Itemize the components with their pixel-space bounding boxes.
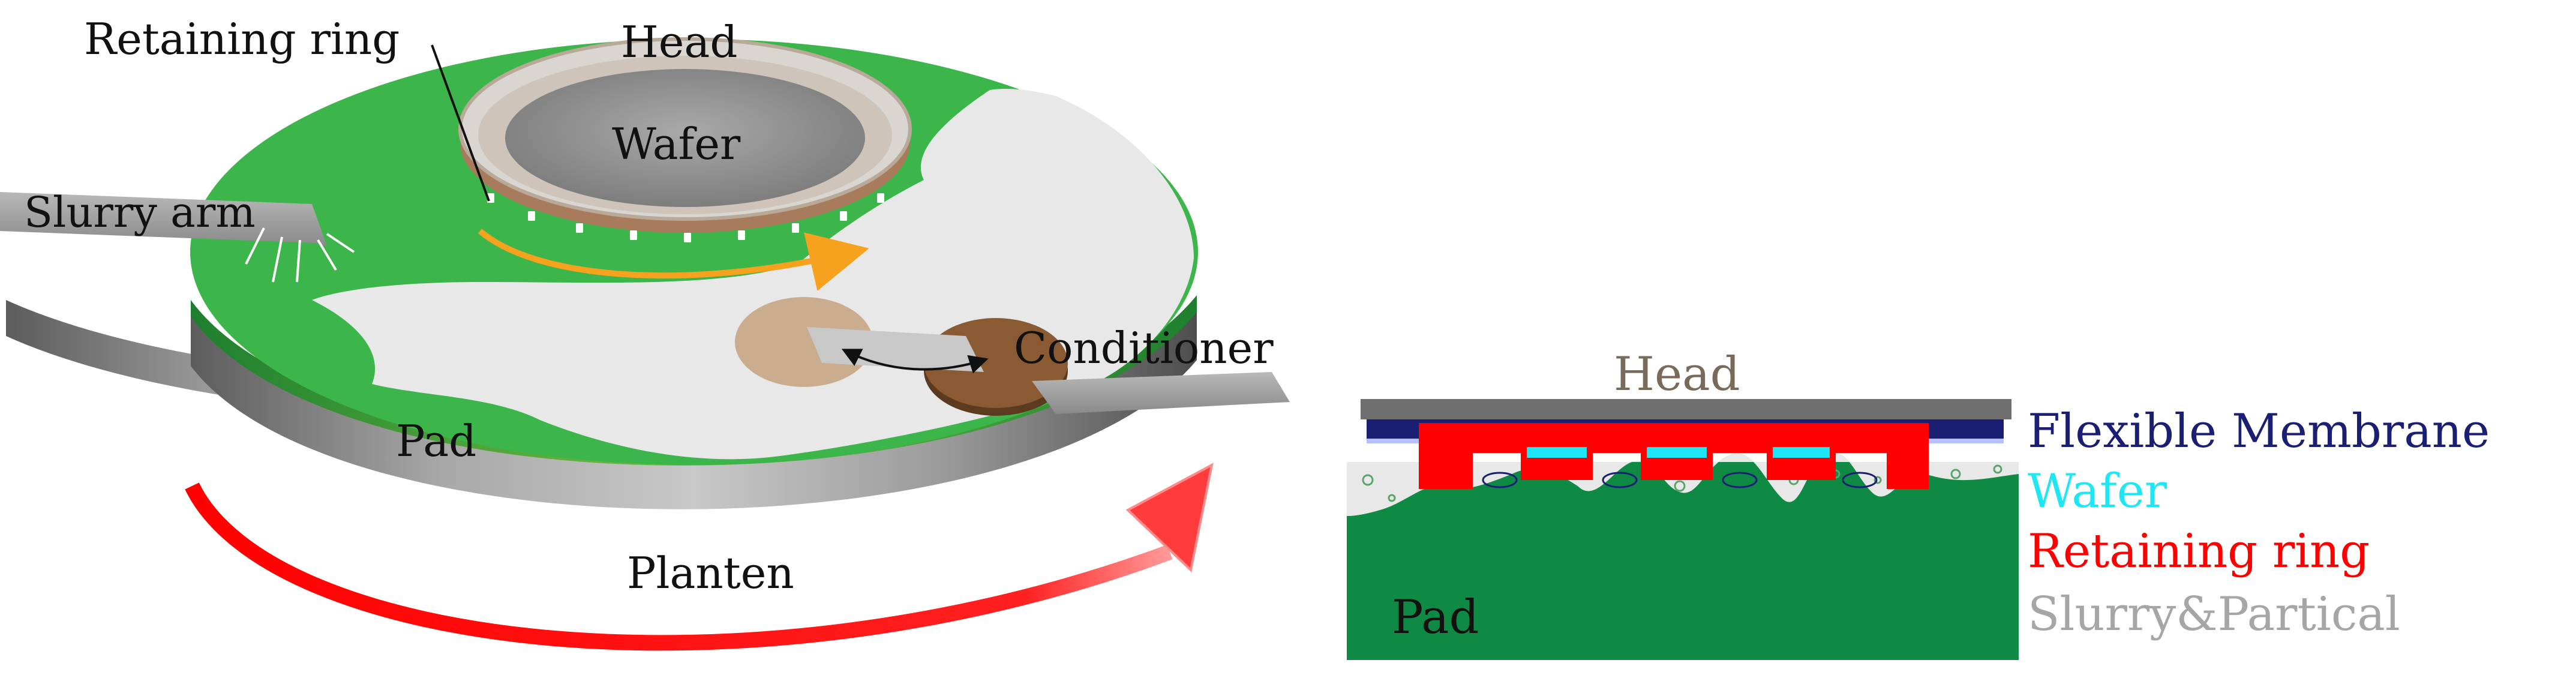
label-conditioner: Conditioner — [1014, 323, 1274, 373]
platen-rotation-arrowhead — [1125, 463, 1214, 572]
label-pad: Pad — [396, 416, 476, 466]
conditioner-disc-left — [735, 297, 873, 387]
label-wafer: Wafer — [612, 119, 741, 169]
cs-head — [1361, 399, 2011, 419]
platen-side — [191, 300, 1197, 509]
label-retaining-ring: Retaining ring — [84, 14, 400, 64]
head-rotation-arrow — [478, 229, 869, 291]
cross-section-illustration — [1347, 399, 2019, 660]
label-head: Head — [621, 17, 737, 67]
wafer-disc — [505, 69, 865, 207]
cs-label-head: Head — [1614, 347, 1740, 401]
cs-wafer-2 — [1647, 447, 1707, 458]
cs-label-pad: Pad — [1392, 590, 1479, 644]
platen-rotation-arrow — [185, 482, 1173, 651]
cs-pad — [1347, 453, 2019, 660]
conditioner-arm-right — [1032, 372, 1290, 414]
retaining-ring-leader — [431, 44, 490, 202]
legend-retaining-ring: Retaining ring — [2028, 524, 2370, 578]
legend-flexible-membrane: Flexible Membrane — [2028, 404, 2490, 458]
slurry-arm — [0, 192, 327, 246]
legend-slurry-partical: Slurry&Partical — [2028, 587, 2400, 641]
label-planten: Planten — [627, 548, 794, 598]
legend-wafer: Wafer — [2028, 464, 2167, 518]
polishing-tool-illustration — [0, 37, 1290, 651]
cs-wafer-1 — [1527, 447, 1587, 458]
label-slurry-arm: Slurry arm — [24, 188, 256, 237]
head-carrier — [458, 37, 912, 242]
cs-slurry-swirls — [1482, 472, 1878, 488]
cs-slurry — [1347, 453, 2019, 516]
cs-wafer-3 — [1773, 447, 1830, 458]
cross-section-legend: Flexible Membrane Wafer Retaining ring S… — [2028, 404, 2490, 641]
slurry-drips — [245, 227, 355, 283]
conditioner-sweep-arrow — [841, 349, 989, 374]
